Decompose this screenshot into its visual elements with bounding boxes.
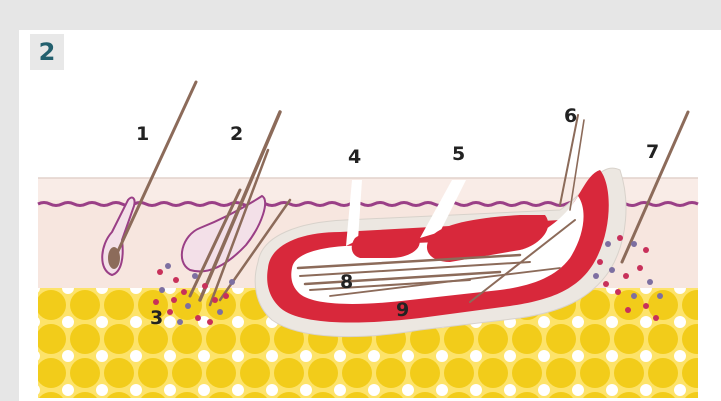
label-1: 1 [136, 123, 149, 145]
label-7: 7 [646, 141, 659, 163]
label-2: 2 [230, 123, 243, 145]
pit-4-tissue [352, 231, 420, 258]
label-3: 3 [150, 307, 163, 329]
hair-bulb-1 [108, 247, 120, 269]
label-5: 5 [452, 143, 465, 165]
label-9: 9 [396, 299, 409, 321]
label-8: 8 [340, 271, 353, 293]
label-4: 4 [348, 146, 361, 168]
label-6: 6 [564, 105, 577, 127]
